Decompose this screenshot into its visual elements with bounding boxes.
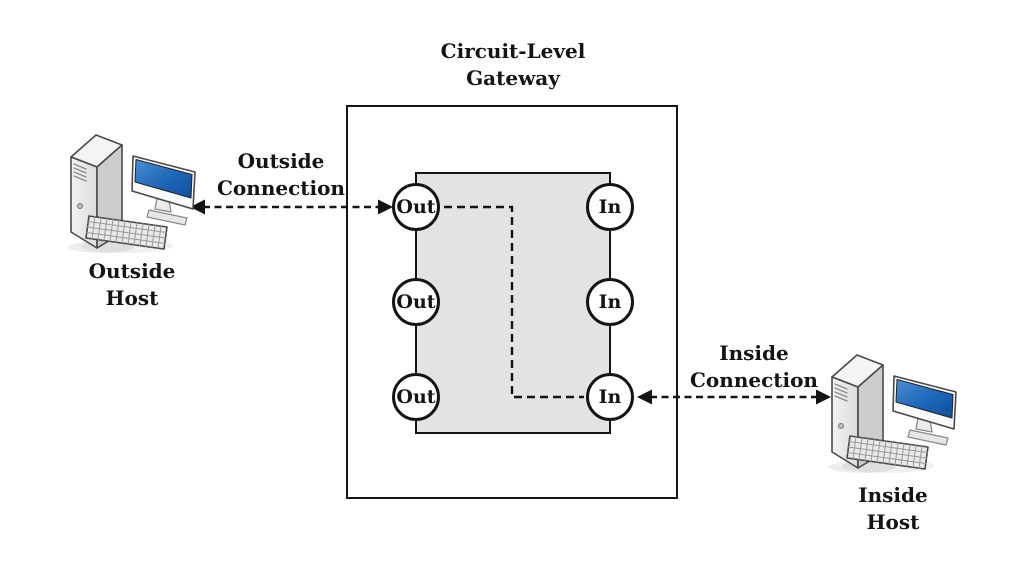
- outside-connection-label: Outside Connection: [217, 148, 345, 202]
- gateway-title: Circuit-Level Gateway: [441, 38, 586, 92]
- gateway-title-line1: Circuit-Level: [440, 39, 586, 63]
- inside-host-line2: Host: [866, 510, 920, 534]
- out-port-2: Out: [392, 278, 440, 326]
- out-port-1: Out: [392, 183, 440, 231]
- inside-connection-label: Inside Connection: [690, 340, 818, 394]
- inside-host-line1: Inside: [858, 483, 928, 507]
- inside-host-icon: [828, 354, 957, 474]
- inside-host-label: Inside Host: [858, 482, 927, 536]
- outside-host-icon: [67, 134, 196, 254]
- inside-connection-line1: Inside: [719, 341, 789, 365]
- out-port-3: Out: [392, 373, 440, 421]
- gateway-relay-box: [415, 172, 611, 434]
- outside-host-line1: Outside: [88, 259, 176, 283]
- inside-connection-line2: Connection: [690, 368, 818, 392]
- outside-host-label: Outside Host: [89, 258, 176, 312]
- outside-connection-line2: Connection: [217, 176, 345, 200]
- outside-host-line2: Host: [105, 286, 159, 310]
- in-port-3: In: [586, 373, 634, 421]
- gateway-outer-box: [346, 105, 678, 499]
- in-port-1: In: [586, 183, 634, 231]
- outside-connection-line1: Outside: [237, 149, 325, 173]
- gateway-title-line2: Gateway: [466, 66, 560, 90]
- in-port-2: In: [586, 278, 634, 326]
